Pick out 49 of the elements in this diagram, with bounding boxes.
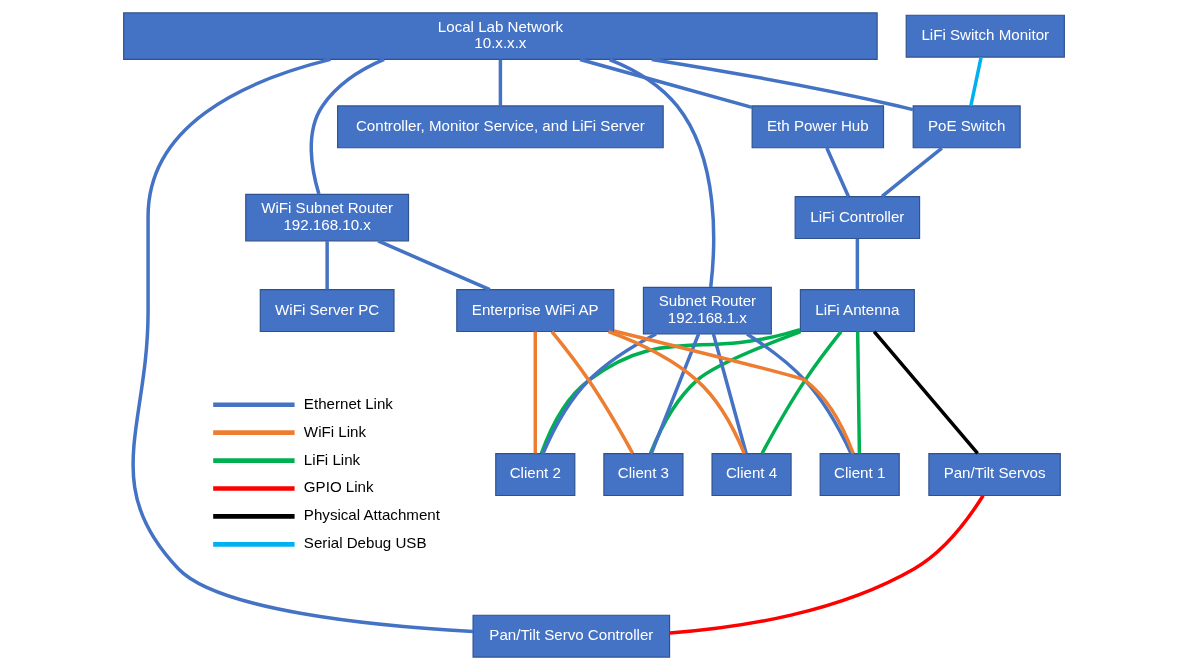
connector	[533, 331, 538, 454]
node-box: Controller, Monitor Service, and LiFi Server	[337, 105, 664, 149]
node-box: Pan/Tilt Servos	[928, 453, 1061, 497]
node-box: LiFi Switch Monitor	[905, 14, 1065, 58]
connector	[608, 57, 716, 288]
connector	[969, 57, 983, 107]
connector	[607, 330, 746, 455]
legend-label: LiFi Link	[303, 450, 361, 468]
connector	[550, 330, 635, 455]
legend-label: GPIO Link	[303, 478, 374, 496]
connector	[855, 238, 860, 290]
connector	[825, 147, 851, 198]
node-box: Client 1	[819, 453, 900, 497]
connector	[648, 330, 802, 455]
node-box: Pan/Tilt Servo Controller	[472, 614, 671, 658]
connector	[541, 332, 657, 455]
connector	[746, 332, 853, 454]
connector	[651, 57, 914, 112]
connector	[309, 57, 385, 195]
node-box: LiFi Antenna	[799, 289, 915, 333]
node-box: Eth Power Hub	[751, 105, 885, 149]
connector	[711, 333, 748, 454]
node-box: Client 4	[711, 453, 792, 497]
connector	[613, 329, 855, 455]
legend-label: Ethernet Link	[303, 394, 393, 412]
connector	[325, 241, 329, 290]
node-box: LiFi Controller	[794, 196, 921, 240]
node-box: Enterprise WiFi AP	[456, 289, 615, 333]
connector	[881, 146, 943, 198]
connector	[498, 59, 503, 106]
node-box: Subnet Router 192.168.1.x	[642, 286, 772, 335]
connector	[539, 328, 801, 455]
node-box: WiFi Subnet Router 192.168.10.x	[245, 193, 410, 242]
connector	[649, 333, 701, 455]
node-box: PoE Switch	[912, 105, 1021, 149]
connector	[855, 331, 862, 454]
connector	[377, 239, 491, 292]
legend-label: Serial Debug USB	[303, 534, 427, 552]
node-box: Client 2	[495, 453, 576, 497]
connector	[669, 494, 985, 635]
legend-label: Physical Attachment	[303, 506, 440, 524]
legend-label: WiFi Link	[303, 422, 367, 440]
connector	[872, 330, 979, 455]
connector	[131, 57, 474, 634]
node-box: Local Lab Network 10.x.x.x	[123, 12, 878, 60]
node-box: Client 3	[603, 453, 684, 497]
node-box: WiFi Server PC	[259, 289, 395, 333]
connector	[579, 57, 753, 110]
connector	[760, 330, 843, 455]
